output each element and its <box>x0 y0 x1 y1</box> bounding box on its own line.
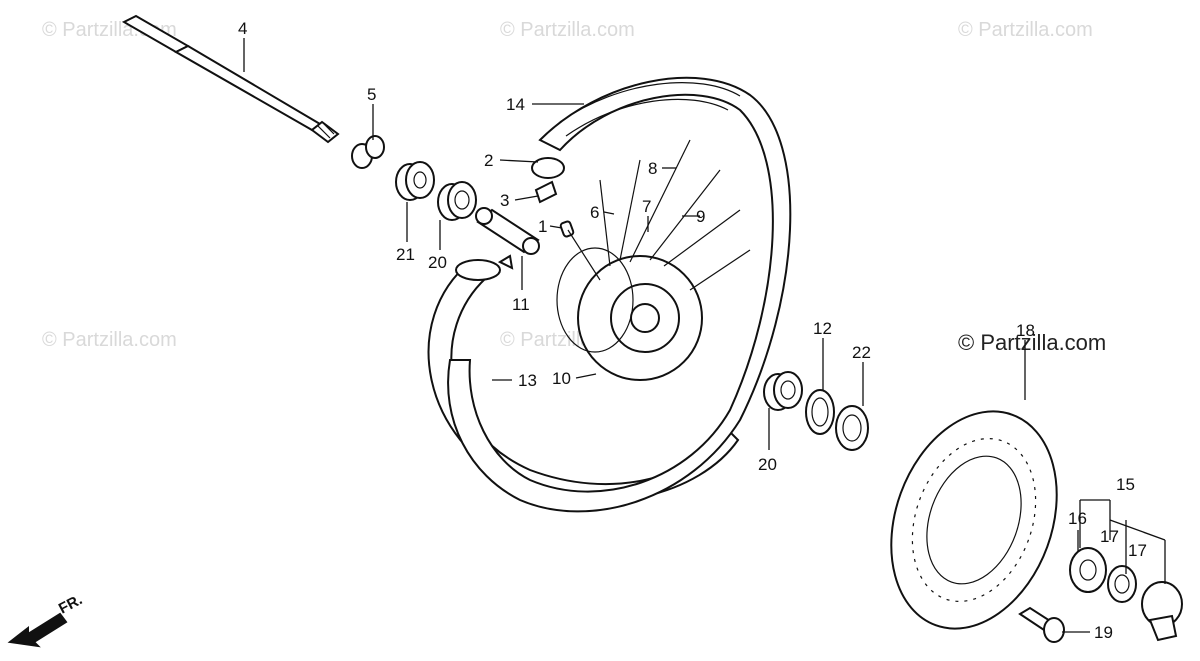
callout-17-b: 17 <box>1128 541 1147 560</box>
callouts: 4 5 14 2 3 1 8 6 7 9 21 20 11 13 10 12 2… <box>238 19 1147 642</box>
front-direction-arrow-icon <box>7 612 68 648</box>
callout-8: 8 <box>648 159 657 178</box>
rim-band <box>531 157 565 204</box>
callout-18: 18 <box>1016 321 1035 340</box>
collar <box>351 135 385 169</box>
bearing-right <box>763 371 803 411</box>
distance-collar <box>475 207 540 255</box>
valve-cap <box>559 220 575 238</box>
callout-13: 13 <box>518 371 537 390</box>
callout-3: 3 <box>500 191 509 210</box>
dust-seal-right <box>835 405 869 451</box>
callout-17-a: 17 <box>1100 527 1119 546</box>
callout-20-right: 20 <box>758 455 777 474</box>
callout-21: 21 <box>396 245 415 264</box>
callout-9: 9 <box>696 207 705 226</box>
watermark-top-right: © Partzilla.com <box>958 19 1093 41</box>
callout-6: 6 <box>590 203 599 222</box>
callout-15: 15 <box>1116 475 1135 494</box>
circlip <box>805 389 835 435</box>
front-tire <box>447 76 792 513</box>
callout-12: 12 <box>813 319 832 338</box>
leader-lines <box>243 38 1166 633</box>
callout-7: 7 <box>642 197 651 216</box>
callout-19: 19 <box>1094 623 1113 642</box>
speedometer-gearbox <box>1069 547 1183 642</box>
bolt <box>1018 606 1065 643</box>
callout-14: 14 <box>506 95 525 114</box>
brake-disc <box>890 410 1058 630</box>
wheel-hub <box>556 139 751 381</box>
callout-22: 22 <box>852 343 871 362</box>
callout-10: 10 <box>552 369 571 388</box>
callout-16: 16 <box>1068 509 1087 528</box>
callout-1: 1 <box>538 217 547 236</box>
watermark-main: © Partzilla.com <box>958 330 1106 355</box>
dust-seal-left <box>395 161 435 201</box>
callout-5: 5 <box>367 85 376 104</box>
watermark-mid-left: © Partzilla.com <box>42 329 177 351</box>
callout-4: 4 <box>238 19 247 38</box>
callout-11: 11 <box>512 295 530 314</box>
watermark-top-center: © Partzilla.com <box>500 19 635 41</box>
axle <box>121 14 340 144</box>
bearing-left <box>437 181 477 221</box>
callout-20-left: 20 <box>428 253 447 272</box>
callout-2: 2 <box>484 151 493 170</box>
